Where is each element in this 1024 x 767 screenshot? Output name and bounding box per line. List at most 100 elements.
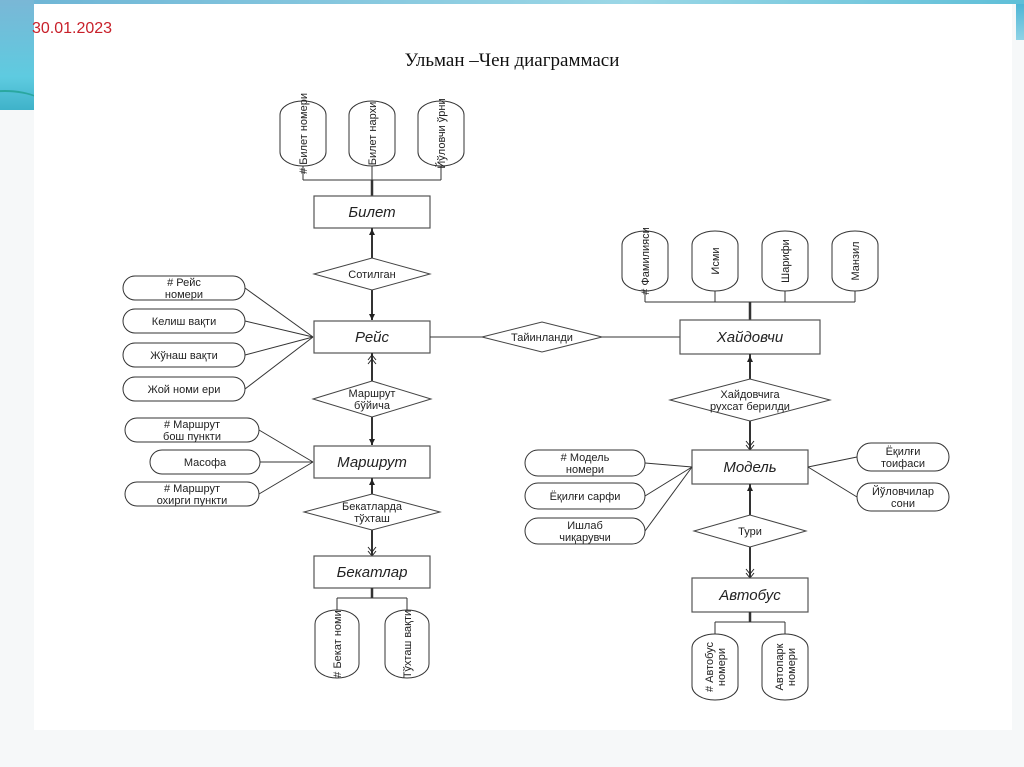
reys-attr-connector (244, 336, 314, 356)
reys-attr-connector (244, 320, 314, 338)
attribute-bilet-0-label: # Билет номери (298, 93, 310, 174)
arrow-to-marshrut-up (369, 479, 375, 485)
arrow-to-marshrut (369, 439, 375, 445)
attribute-marshrut-1 (149, 449, 261, 475)
attribute-marshrut-0-label: бош пункти (163, 431, 221, 443)
attribute-model-right-1-label: сони (891, 498, 915, 510)
attribute-bekatlar-0-label: # Бекат номи (332, 610, 344, 677)
attribute-model-right-1 (856, 482, 950, 512)
entity-box (313, 555, 431, 589)
attribute-haydovchi-0 (621, 230, 669, 292)
relationship-tayinlandi (481, 321, 603, 353)
slide-decoration-top (34, 0, 1024, 4)
attribute-avtobus-1 (761, 633, 809, 701)
attribute-haydovchi-2-label: Шарифи (780, 239, 792, 283)
marshrut-attr-connector (258, 429, 314, 463)
attribute-haydovchi-0-label: # Фамилияси (640, 227, 652, 295)
attribute-avtobus-0-label: # Автобус (704, 641, 716, 692)
attribute-bekatlar-0 (314, 609, 360, 679)
relationship-marshrut-buyicha-label: Маршрут (349, 388, 396, 400)
entity-label: Бекатлар (337, 564, 408, 581)
attribute-model-left-0-label: # Модель (561, 452, 610, 464)
attribute-model-left-0-label: номери (566, 464, 604, 476)
attribute-reys-1 (122, 308, 246, 334)
arrow-to-model (747, 485, 753, 491)
attribute-marshrut-1-label: Масофа (184, 457, 227, 469)
attribute-marshrut-0 (124, 417, 260, 443)
entity-label: Хайдовчи (716, 329, 784, 346)
model-attr-connector (644, 466, 693, 532)
relationship-turi (692, 514, 808, 548)
model-attr-connector (644, 466, 693, 497)
attribute-avtobus-0-label: номери (716, 648, 728, 686)
entity-label: Автобус (718, 587, 781, 604)
attribute-model-left-1 (524, 482, 646, 510)
relationship-bekatlarda-tukhtash-label: тўхташ (354, 513, 390, 525)
reys-attr-connector (244, 287, 314, 338)
attribute-reys-3-label: Жой номи ери (148, 384, 221, 396)
entity-label: Билет (348, 204, 395, 221)
attribute-model-right-0-label: тоифаси (881, 458, 925, 470)
attribute-model-left-0 (524, 449, 646, 477)
entity-marshrut: Маршрут (313, 445, 431, 479)
attribute-haydovchi-3 (831, 230, 879, 292)
entity-haydovchi: Хайдовчи (679, 319, 821, 355)
attribute-haydovchi-1 (691, 230, 739, 292)
attribute-marshrut-2-label: охирги пункти (157, 495, 228, 507)
attribute-bilet-0 (279, 100, 327, 167)
relationship-haydovchiga-rukhsat (668, 378, 832, 422)
attribute-bilet-2-label: Йўловчи ўрни (435, 98, 448, 168)
many-arrow-reys (367, 354, 377, 365)
attribute-reys-2 (122, 342, 246, 368)
entity-model: Модель (691, 449, 809, 485)
entity-bilet: Билет (313, 195, 431, 229)
reys-attr-connector (244, 336, 314, 390)
attribute-reys-0-label: номери (165, 289, 203, 301)
relationship-haydovchiga-rukhsat-label: Хайдовчига (720, 389, 780, 401)
entity-box (313, 195, 431, 229)
relationship-haydovchiga-rukhsat-label: рухсат берилди (710, 401, 790, 413)
entity-avtobus: Автобус (691, 577, 809, 613)
attribute-bekatlar-1-label: Тўхташ вақти (402, 610, 414, 678)
attribute-marshrut-0-label: # Маршрут (164, 419, 220, 431)
relationship-tayinlandi-label: Тайинланди (511, 332, 573, 344)
model-attr-connector (807, 466, 858, 498)
attribute-model-left-1-label: Ёқилғи сарфи (550, 491, 621, 503)
attribute-bilet-1 (348, 100, 396, 167)
attribute-avtobus-1-label: номери (786, 648, 798, 686)
attribute-reys-1-label: Келиш вақти (152, 316, 216, 328)
model-attr-connector (644, 462, 693, 468)
attribute-model-right-1-label: Йўловчилар (872, 485, 934, 498)
entity-box (679, 319, 821, 355)
attribute-bekatlar-1 (384, 609, 430, 679)
attribute-marshrut-2 (124, 481, 260, 507)
relationship-turi-label: Тури (738, 526, 762, 538)
attribute-haydovchi-2 (761, 230, 809, 292)
arrow-to-bilet (369, 229, 375, 235)
relationship-bekatlarda-tukhtash (302, 493, 442, 531)
model-attr-connector (807, 456, 858, 468)
entity-bekatlar: Бекатлар (313, 555, 431, 589)
relationship-bekatlarda-tukhtash-label: Бекатларда (342, 501, 403, 513)
attribute-marshrut-2-label: # Маршрут (164, 483, 220, 495)
arrow-to-reys (369, 314, 375, 320)
marshrut-attr-connector (258, 461, 314, 495)
slide-decoration-right (1016, 4, 1024, 40)
entity-label: Маршрут (337, 454, 407, 471)
entity-label: Модель (723, 459, 776, 476)
attribute-model-right-0-label: Ёқилғи (886, 446, 921, 458)
attribute-bilet-1-label: Билет нархи (367, 102, 379, 165)
attribute-bilet-2 (417, 100, 465, 167)
slide-title: Ульман –Чен диаграммаси (404, 50, 620, 71)
entity-label: Рейс (355, 329, 390, 346)
attribute-reys-0-label: # Рейс (167, 277, 201, 289)
relationship-sotilgan (312, 257, 432, 291)
attribute-haydovchi-1-label: Исми (710, 247, 722, 274)
slide-date: 30.01.2023 (32, 20, 113, 37)
entity-box (313, 445, 431, 479)
attribute-haydovchi-3-label: Манзил (850, 241, 862, 280)
entity-reys: Рейс (313, 320, 431, 354)
arrow-to-haydovchi (747, 356, 753, 362)
attribute-avtobus-0 (691, 633, 739, 701)
